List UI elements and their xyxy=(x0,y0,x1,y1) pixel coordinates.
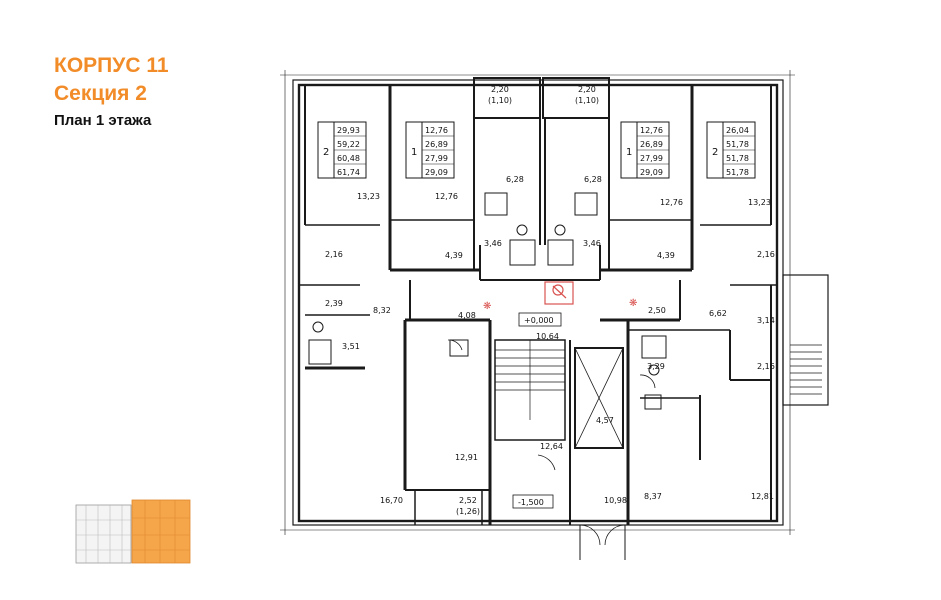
apartment-area: 29,09 xyxy=(425,168,448,177)
room-area: 12,81 xyxy=(751,492,774,501)
room-area: 3,29 xyxy=(647,362,665,371)
room-area: 12,91 xyxy=(455,453,478,462)
apartment-rooms: 2 xyxy=(712,147,718,158)
room-area: 2,39 xyxy=(325,299,343,308)
apartment-area: 26,89 xyxy=(640,140,663,149)
room-area: (1,10) xyxy=(575,96,599,105)
room-area: 3,46 xyxy=(484,239,502,248)
room-area: 16,70 xyxy=(380,496,403,505)
room-area: 2,20 xyxy=(491,85,509,94)
apartment-1-table: 2 29,93 59,22 60,48 61,74 xyxy=(323,126,360,177)
room-area: 8,37 xyxy=(644,492,662,501)
apartment-area: 12,76 xyxy=(640,126,663,135)
section-title: Секция 2 xyxy=(54,82,147,105)
room-area: 12,64 xyxy=(540,442,563,451)
room-area: 10,98 xyxy=(604,496,627,505)
room-area: 2,16 xyxy=(325,250,343,259)
apartment-area: 51,78 xyxy=(726,140,749,149)
room-area: 2,52 xyxy=(459,496,477,505)
apartment-area: 60,48 xyxy=(337,154,360,163)
room-area: 2,16 xyxy=(757,250,775,259)
floor-level: +0,000 xyxy=(524,316,554,325)
apartment-rooms: 1 xyxy=(411,147,417,158)
room-area: 3,51 xyxy=(342,342,360,351)
wheelchair-icon xyxy=(544,281,574,305)
apartment-3-table: 1 12,76 26,89 27,99 29,09 xyxy=(626,126,663,177)
plan-title: План 1 этажа xyxy=(54,112,152,129)
title-block: КОРПУС 11 Секция 2 План 1 этажа xyxy=(54,52,169,132)
room-area: 12,76 xyxy=(435,192,458,201)
apartment-area: 51,78 xyxy=(726,154,749,163)
level-markers: +0,000 -1,500 xyxy=(512,312,562,509)
key-plan-thumbnail xyxy=(75,499,191,564)
room-area: 10,64 xyxy=(536,332,559,341)
apartment-rooms: 1 xyxy=(626,147,632,158)
apartment-area: 27,99 xyxy=(425,154,448,163)
apartment-area: 12,76 xyxy=(425,126,448,135)
apartment-area: 59,22 xyxy=(337,140,360,149)
apartment-area: 61,74 xyxy=(337,168,360,177)
room-area: 4,39 xyxy=(445,251,463,260)
room-area: 8,32 xyxy=(373,306,391,315)
room-area: 3,14 xyxy=(757,316,775,325)
apartment-area: 29,93 xyxy=(337,126,360,135)
apartment-area: 27,99 xyxy=(640,154,663,163)
room-area: 6,28 xyxy=(584,175,602,184)
room-area: 2,16 xyxy=(757,362,775,371)
apartment-tables xyxy=(317,121,756,179)
room-area: 3,46 xyxy=(583,239,601,248)
room-area: 2,20 xyxy=(578,85,596,94)
fixtures xyxy=(308,192,667,410)
fire-alarm-icon: ❋ ❋ xyxy=(483,298,637,312)
room-area: 4,39 xyxy=(657,251,675,260)
apartment-2-table: 1 12,76 26,89 27,99 29,09 xyxy=(411,126,448,177)
building-title: КОРПУС 11 xyxy=(54,54,169,77)
apartment-area: 29,09 xyxy=(640,168,663,177)
room-area: (1,10) xyxy=(488,96,512,105)
room-area-labels: 2,20 (1,10) 2,20 (1,10) 13,23 12,76 6,28… xyxy=(325,85,775,516)
room-area: (1,26) xyxy=(456,507,480,516)
apartment-4-table: 2 26,04 51,78 51,78 51,78 xyxy=(712,126,749,177)
walls xyxy=(280,70,829,560)
room-area: 6,28 xyxy=(506,175,524,184)
room-area: 6,62 xyxy=(709,309,727,318)
apartment-area: 26,89 xyxy=(425,140,448,149)
svg-text:❋: ❋ xyxy=(629,298,637,309)
room-area: 13,23 xyxy=(748,198,771,207)
apartment-area: 26,04 xyxy=(726,126,749,135)
svg-text:❋: ❋ xyxy=(483,301,491,312)
room-area: 13,23 xyxy=(357,192,380,201)
room-area: 4,08 xyxy=(458,311,476,320)
apartment-rooms: 2 xyxy=(323,147,329,158)
lower-level: -1,500 xyxy=(518,498,544,507)
room-area: 4,57 xyxy=(596,416,614,425)
apartment-area: 51,78 xyxy=(726,168,749,177)
room-area: 12,76 xyxy=(660,198,683,207)
room-area: 2,50 xyxy=(648,306,666,315)
